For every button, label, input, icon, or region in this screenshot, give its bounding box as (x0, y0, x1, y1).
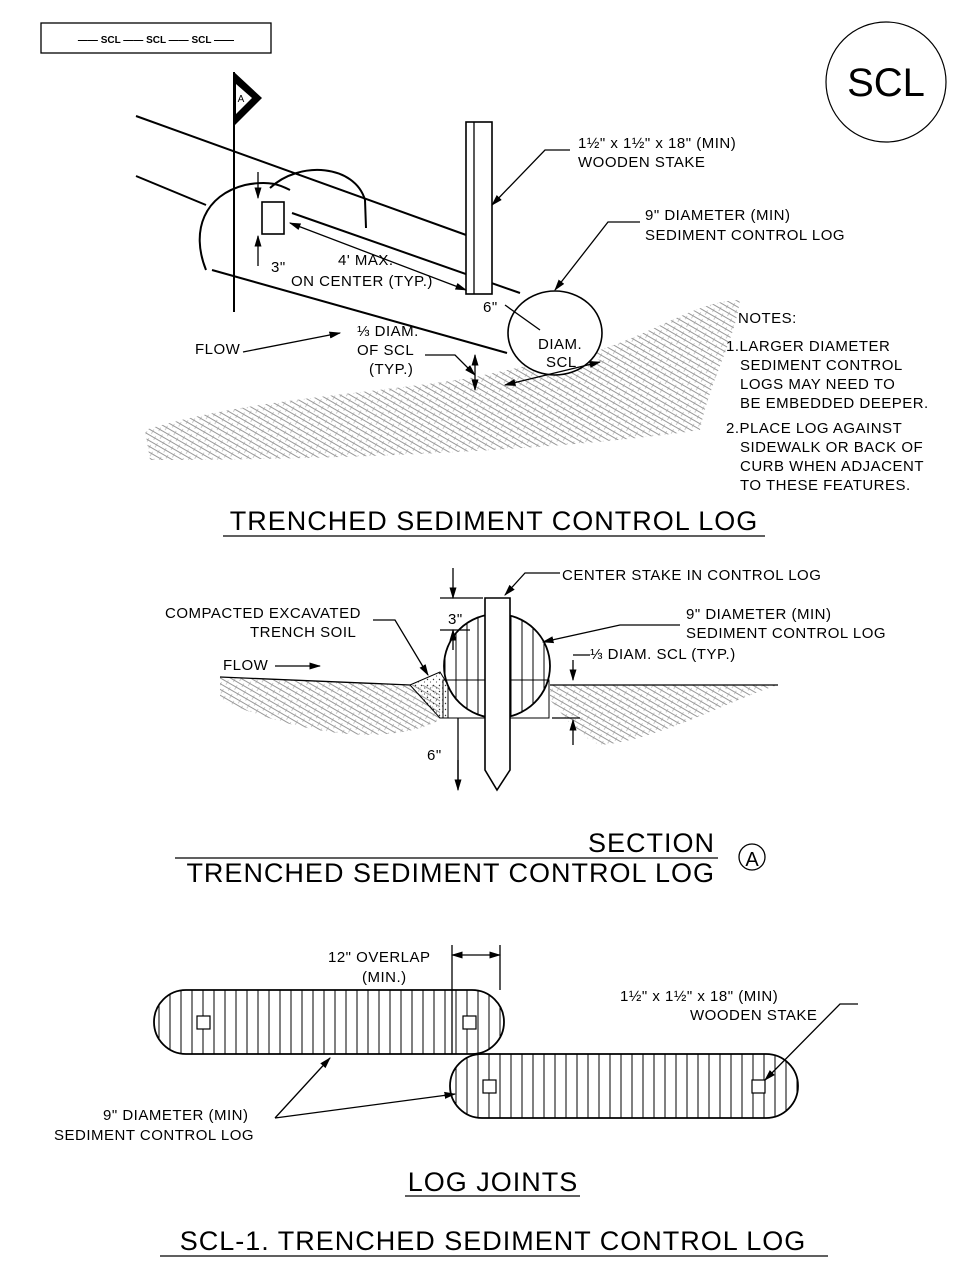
joint-log-label-2: SEDIMENT CONTROL LOG (54, 1127, 254, 1144)
joint-log-1 (153, 989, 505, 1055)
ground-hatch-right (550, 685, 778, 745)
joint-log-label-1: 9" DIAMETER (MIN) (103, 1107, 249, 1124)
third-diam-label-2: OF SCL (357, 342, 414, 359)
compacted-label-2: TRENCH SOIL (250, 624, 356, 641)
section-dim-6: 6" (427, 747, 442, 764)
note-line: CURB WHEN ADJACENT (740, 458, 924, 475)
stake-label-2: WOODEN STAKE (578, 154, 705, 171)
note-line: LOGS MAY NEED TO (740, 376, 895, 393)
wooden-stake (465, 121, 493, 295)
section-word: SECTION (588, 828, 715, 858)
section-circle-marker: A (745, 849, 759, 871)
detail1-title: TRENCHED SEDIMENT CONTROL LOG (230, 506, 759, 536)
compacted-soil (409, 671, 449, 719)
notes-title: NOTES: (738, 310, 797, 327)
section-log-label-2: SEDIMENT CONTROL LOG (686, 625, 886, 642)
flow-label: FLOW (195, 341, 241, 358)
sheet-title-text: SCL-1. TRENCHED SEDIMENT CONTROL LOG (180, 1226, 807, 1256)
note-line: BE EMBEDDED DEEPER. (740, 395, 929, 412)
legend-key: —— SCL —— SCL —— SCL —— (40, 22, 272, 54)
joint-stake-label-2: WOODEN STAKE (690, 1007, 817, 1024)
section-third-label: ⅓ DIAM. SCL (TYP.) (590, 646, 736, 663)
dim-6-label: 6" (483, 299, 498, 316)
section-flow-label: FLOW (223, 657, 269, 674)
log-label-1: 9" DIAMETER (MIN) (645, 207, 791, 224)
legend-key-text: —— SCL —— SCL —— SCL —— (78, 35, 234, 46)
detail-section: CENTER STAKE IN CONTROL LOG COMPACTED EX… (165, 567, 886, 888)
detail-log-joints: 12" OVERLAP (MIN.) 1½" x 1½" x 18" (MIN)… (54, 945, 858, 1197)
scl-badge-text: SCL (847, 61, 925, 105)
joint-log-2 (449, 1053, 799, 1119)
compacted-label-1: COMPACTED EXCAVATED (165, 605, 361, 622)
note-line: TO THESE FEATURES. (740, 477, 911, 494)
detail3-title: LOG JOINTS (408, 1167, 579, 1197)
notes: NOTES: 1.LARGER DIAMETER SEDIMENT CONTRO… (726, 310, 929, 494)
spacing-label-1: 4' MAX. (338, 252, 394, 269)
note-line: 2.PLACE LOG AGAINST (726, 420, 902, 437)
overlap-label-2: (MIN.) (362, 969, 407, 986)
third-diam-label-1: ⅓ DIAM. (357, 323, 419, 340)
note-line: 1.LARGER DIAMETER (726, 338, 890, 355)
overlap-label-1: 12" OVERLAP (328, 949, 431, 966)
section-dim-3: 3" (448, 611, 463, 628)
stake-label-1: 1½" x 1½" x 18" (MIN) (578, 135, 736, 152)
section-marker-text: A (238, 94, 245, 105)
section-log-label-1: 9" DIAMETER (MIN) (686, 606, 832, 623)
back-stake (261, 201, 285, 235)
detail2-title: TRENCHED SEDIMENT CONTROL LOG (186, 858, 715, 888)
center-stake-label: CENTER STAKE IN CONTROL LOG (562, 567, 821, 584)
sheet-title: SCL-1. TRENCHED SEDIMENT CONTROL LOG (160, 1226, 828, 1257)
diam-label-2: SCL (546, 354, 577, 371)
detail-isometric: A 1½" x 1½" x 18" (MIN) WOODEN STAKE 9" … (135, 72, 929, 537)
log-label-2: SEDIMENT CONTROL LOG (645, 227, 845, 244)
note-line: SIDEWALK OR BACK OF (740, 439, 923, 456)
log-back-end (198, 181, 291, 271)
scl-badge: SCL (825, 21, 947, 143)
dim-3-label: 3" (271, 259, 286, 276)
note-line: SEDIMENT CONTROL (740, 357, 903, 374)
spacing-label-2: ON CENTER (TYP.) (291, 273, 433, 290)
ground-hatch-left (220, 677, 440, 735)
ground-hatch (145, 300, 740, 460)
joint-stake-label-1: 1½" x 1½" x 18" (MIN) (620, 988, 778, 1005)
third-diam-label-3: (TYP.) (369, 361, 413, 378)
center-stake (484, 597, 511, 792)
diam-label-1: DIAM. (538, 336, 582, 353)
